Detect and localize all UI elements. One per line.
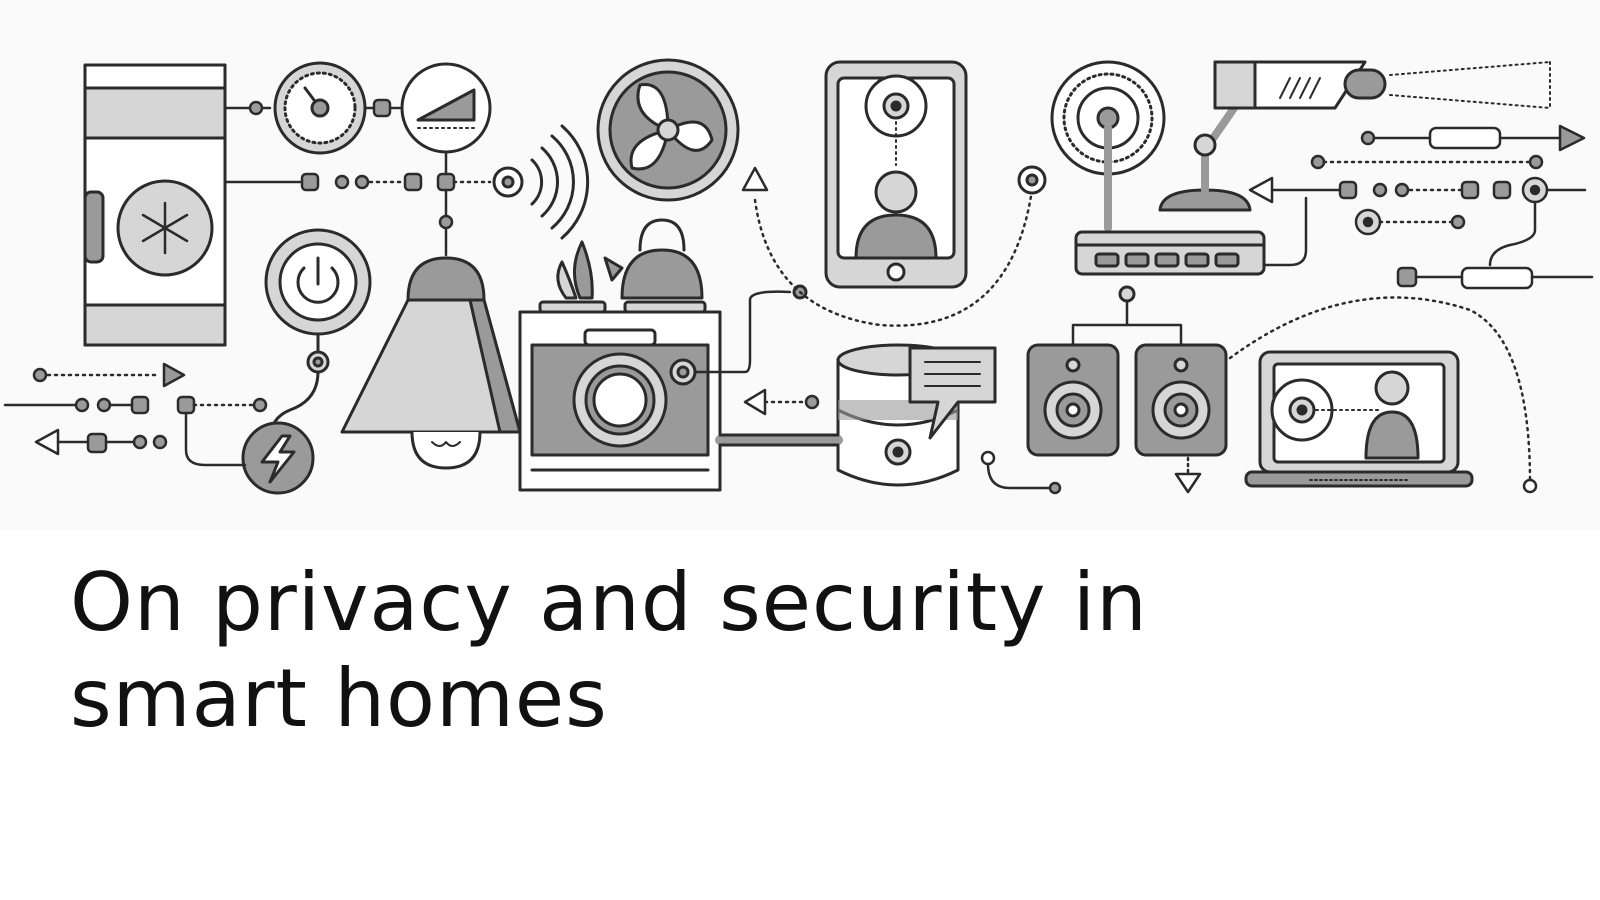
laptop-video-call-icon [1244,350,1474,488]
lightning-icon [241,421,315,495]
fan-icon [596,58,740,202]
kettle-icon [603,218,704,300]
refrigerator-icon [83,63,227,347]
signal-strength-icon [400,62,492,154]
smartphone-video-call-icon [824,60,968,289]
wifi-signal-icon [492,124,590,240]
speaker-icon [1026,285,1228,494]
security-camera-icon [1158,60,1551,212]
flame-icon [556,240,594,300]
title-line-1: On privacy and security in [70,556,1148,649]
power-button-icon [264,228,372,442]
title-line-2: smart homes [70,652,608,745]
slide-title: On privacy and security in smart homes [70,555,1270,747]
chat-bubble-icon [908,346,997,440]
lamp-icon [340,256,522,470]
router-icon [1050,60,1266,276]
stove-icon [518,300,722,492]
gauge-icon [273,61,367,155]
smart-home-illustration [3,58,1594,495]
